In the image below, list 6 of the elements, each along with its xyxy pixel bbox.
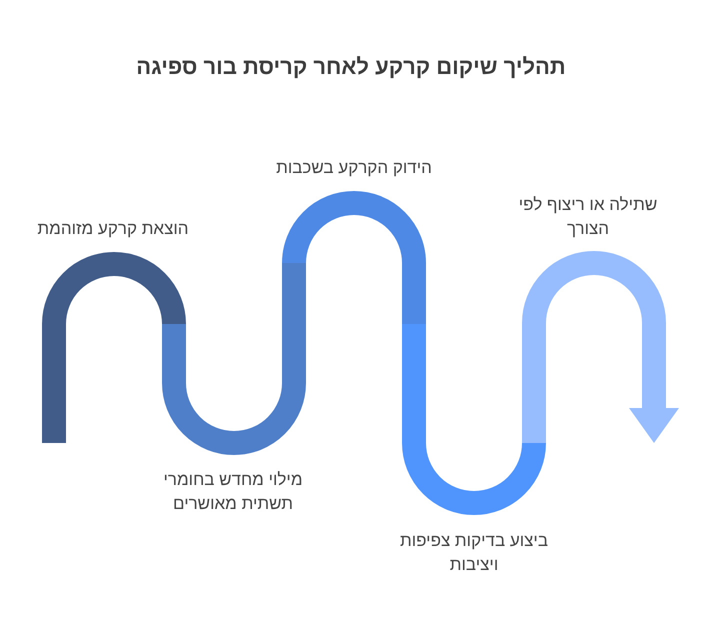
step-label: ביצוע בדיקות צפיפות ויציבות — [399, 530, 549, 576]
step-label: הוצאת קרקע מזוהמת — [36, 218, 190, 240]
step-label: שתילה או ריצוף לפי הצורך — [518, 194, 658, 240]
title: תהליך שיקום קרקע לאחר קריסת בור ספיגה — [136, 53, 566, 81]
step-label: הידוק הקרקע בשכבות — [276, 157, 432, 179]
step-label: מילוי מחדש בחומרי תשתית מאושרים — [162, 469, 304, 515]
